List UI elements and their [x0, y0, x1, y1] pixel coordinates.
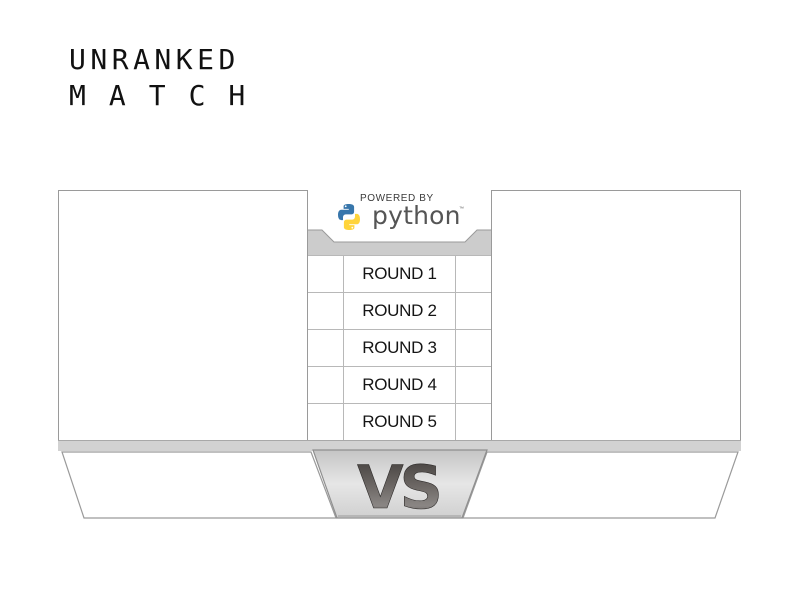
center-bevel: [308, 229, 491, 256]
round-left-score: [308, 256, 344, 292]
round-right-score: [455, 256, 491, 292]
python-wordmark: python: [372, 201, 461, 230]
round-label[interactable]: ROUND 1: [362, 264, 437, 283]
round-right-score: [455, 293, 491, 329]
versus-bar: VS: [58, 440, 741, 523]
round-row: ROUND 2: [308, 292, 491, 329]
player-two-panel: [491, 190, 741, 440]
round-row: ROUND 3: [308, 329, 491, 366]
round-left-score: [308, 404, 344, 440]
round-right-score: [455, 367, 491, 403]
round-row: ROUND 1: [308, 255, 491, 292]
match-type-subtitle: MATCH: [69, 79, 269, 112]
sponsor-header: POWERED BY python ™: [308, 190, 491, 232]
round-right-score: [455, 330, 491, 366]
rounds-list: ROUND 1 ROUND 2 ROUND 3 ROUND 4 ROUND 5: [308, 255, 491, 441]
round-label[interactable]: ROUND 2: [362, 301, 437, 320]
round-left-score: [308, 293, 344, 329]
powered-by-label: POWERED BY: [360, 193, 434, 204]
vs-label: VS: [357, 453, 439, 523]
match-type-title: UNRANKED: [69, 43, 240, 76]
player-one-panel: [58, 190, 308, 440]
trademark-symbol: ™: [459, 206, 464, 212]
round-left-score: [308, 330, 344, 366]
round-label[interactable]: ROUND 5: [362, 412, 437, 431]
round-left-score: [308, 367, 344, 403]
round-row: ROUND 4: [308, 366, 491, 403]
python-logo-icon: [338, 204, 360, 230]
round-right-score: [455, 404, 491, 440]
round-label[interactable]: ROUND 3: [362, 338, 437, 357]
round-row: ROUND 5: [308, 403, 491, 441]
round-label[interactable]: ROUND 4: [362, 375, 437, 394]
